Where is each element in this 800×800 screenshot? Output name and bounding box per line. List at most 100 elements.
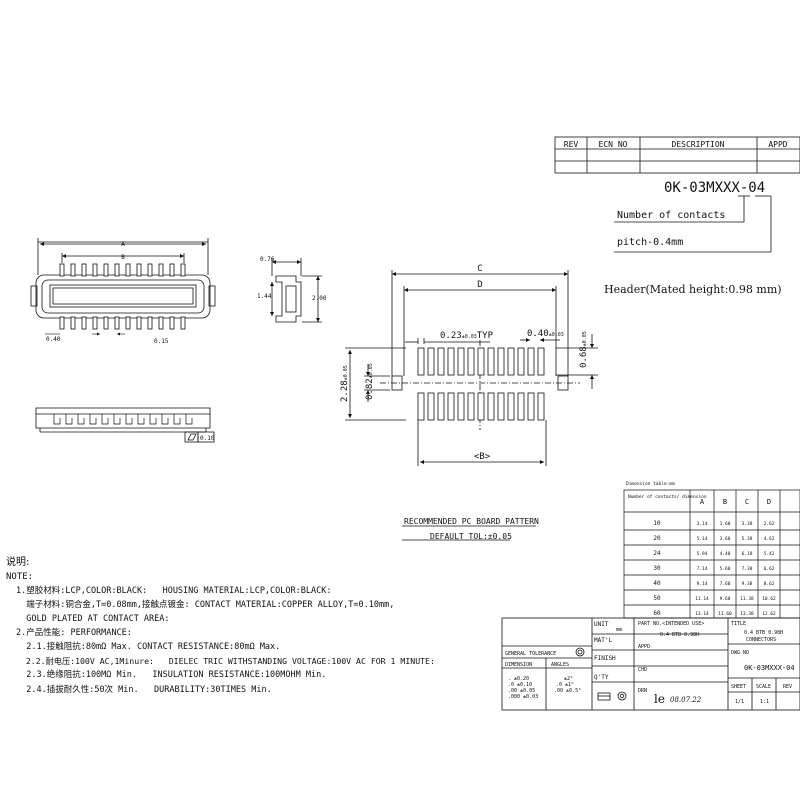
pcb-dim-c: C [477, 264, 482, 274]
tb-rev-label: REV [783, 684, 792, 690]
tb-dimension-label: DIMENSION [505, 662, 532, 668]
front-contact [137, 414, 145, 425]
front-contact [77, 414, 85, 425]
pcb-pad-bottom [527, 392, 535, 421]
bottom-pin [92, 316, 98, 330]
table-cell: 5.60 [720, 566, 731, 572]
tb-title-value-2: CONNECTORS [746, 637, 776, 643]
front-contact [89, 414, 97, 425]
tb-dim-tol-2: .0 ±0.10 [508, 682, 532, 688]
pcb-dim-pitch: 0.40±0.03 [527, 329, 564, 339]
pcb-pad-bottom [487, 392, 495, 421]
tb-angles-label: ANGLES [551, 662, 569, 668]
side-dim-200: 2.00 [312, 295, 327, 302]
top-dim-b: B [121, 254, 125, 261]
table-cell: 24 [653, 550, 661, 557]
table-cell: 1.60 [720, 521, 731, 527]
dim-table-col-b: B [723, 498, 727, 506]
notes-line-5: 2.1.接触阻抗:80mΩ Max. CONTACT RESISTANCE:80… [16, 642, 281, 652]
top-view-pins [59, 263, 186, 330]
top-pin [158, 263, 164, 277]
table-cell: 10 [653, 520, 661, 527]
front-contact [149, 414, 157, 425]
bottom-pin [125, 316, 131, 330]
bottom-pin [169, 316, 175, 330]
pcb-dim-d: D [477, 280, 482, 290]
rev-col-appd: APPD [768, 140, 787, 149]
pcb-pad-top [527, 347, 535, 376]
top-pin [81, 263, 87, 277]
pcb-pads [417, 347, 545, 421]
pcb-pad-bottom [457, 392, 465, 421]
table-cell: 5.42 [764, 551, 775, 557]
table-cell: 6.18 [742, 551, 753, 557]
part-code-leaders [614, 195, 772, 253]
label-number-of-contacts: Number of contacts [617, 210, 725, 221]
table-cell: 3.38 [742, 521, 753, 527]
table-cell: 9.14 [697, 581, 708, 587]
revision-table [554, 136, 800, 174]
pcb-pad-bottom [417, 392, 425, 421]
tb-dwg-no-label: DWG NO [731, 650, 749, 656]
table-cell: 7.14 [697, 566, 708, 572]
pcb-dim-inner: 0.82±0.05 [365, 363, 375, 400]
tb-dim-tol-4: .000 ±0.03 [508, 694, 538, 700]
pcb-pad-bottom [427, 392, 435, 421]
front-contact [161, 414, 169, 425]
tb-dwg-no-value: 0K-03MXXX-04 [744, 664, 795, 672]
table-cell: 5.14 [697, 536, 708, 542]
front-contact [53, 414, 61, 425]
table-cell: 7.38 [742, 566, 753, 572]
tb-appd-label: APPD [638, 644, 650, 650]
title-block [501, 617, 800, 711]
tb-drn-label: DRN [638, 688, 647, 694]
tb-scale-value: 1:1 [760, 699, 769, 705]
top-pin [59, 263, 65, 277]
bottom-pin [81, 316, 87, 330]
label-pitch: pitch-0.4mm [617, 237, 683, 248]
pcb-pad-top [437, 347, 445, 376]
pcb-dim-total: 2.28±0.05 [340, 365, 350, 402]
notes-line-7: 2.3.绝缘阻抗:100MΩ Min. INSULATION RESISTANC… [16, 670, 327, 680]
top-pin [103, 263, 109, 277]
tb-unit-value: mm [616, 627, 622, 633]
table-cell: 7.60 [720, 581, 731, 587]
top-dim-040: 0.40 [46, 336, 61, 343]
table-cell: 60 [653, 610, 661, 617]
tb-drn-date: 08.07.22 [670, 696, 702, 704]
pcb-dim-row-gap: 0.68±0.05 [579, 331, 589, 368]
table-cell: 2.62 [764, 521, 775, 527]
bottom-pin [147, 316, 153, 330]
table-cell: 8.62 [764, 581, 775, 587]
table-cell: 40 [653, 580, 661, 587]
tb-chk-label: CHD [638, 667, 647, 673]
side-view [270, 258, 322, 323]
tb-ang-tol-1: ±2° [564, 676, 573, 682]
front-contact [101, 414, 109, 425]
pcb-pad-top [537, 347, 545, 376]
table-cell: 3.60 [720, 536, 731, 542]
tb-ang-tol-2: .0 ±1° [556, 682, 574, 688]
notes-line-1: 1.塑胶材料:LCP,COLOR:BLACK: HOUSING MATERIAL… [16, 586, 332, 596]
table-cell: 50 [653, 595, 661, 602]
pcb-pad-top [447, 347, 455, 376]
tb-sheet-label: SHEET [731, 684, 746, 690]
table-cell: 20 [653, 535, 661, 542]
side-dim-076: 0.76 [260, 256, 275, 263]
tb-general-tolerance: GENERAL TOLERANCE [505, 651, 556, 657]
tb-dim-tol-3: .00 ±0.05 [508, 688, 535, 694]
bottom-pin [70, 316, 76, 330]
front-contact [65, 414, 73, 425]
notes-line-4: 2.产品性能: PERFORMANCE: [16, 628, 132, 638]
tb-part-no-value: 0.4 BTB 0.98H [660, 632, 699, 638]
front-contact [173, 414, 181, 425]
bottom-pin [158, 316, 164, 330]
pcb-pad-top [427, 347, 435, 376]
dim-table-col-c: C [745, 498, 749, 506]
pcb-pad-top [517, 347, 525, 376]
tb-ang-tol-3: .00 ±0.5° [554, 688, 581, 694]
pcb-pad-bottom [537, 392, 545, 421]
header-mated-height: Header(Mated height:0.98 mm) [604, 283, 782, 296]
pcb-default-tolerance: DEFAULT TOL:±0.05 [430, 532, 512, 541]
table-cell: 11.60 [718, 611, 732, 617]
